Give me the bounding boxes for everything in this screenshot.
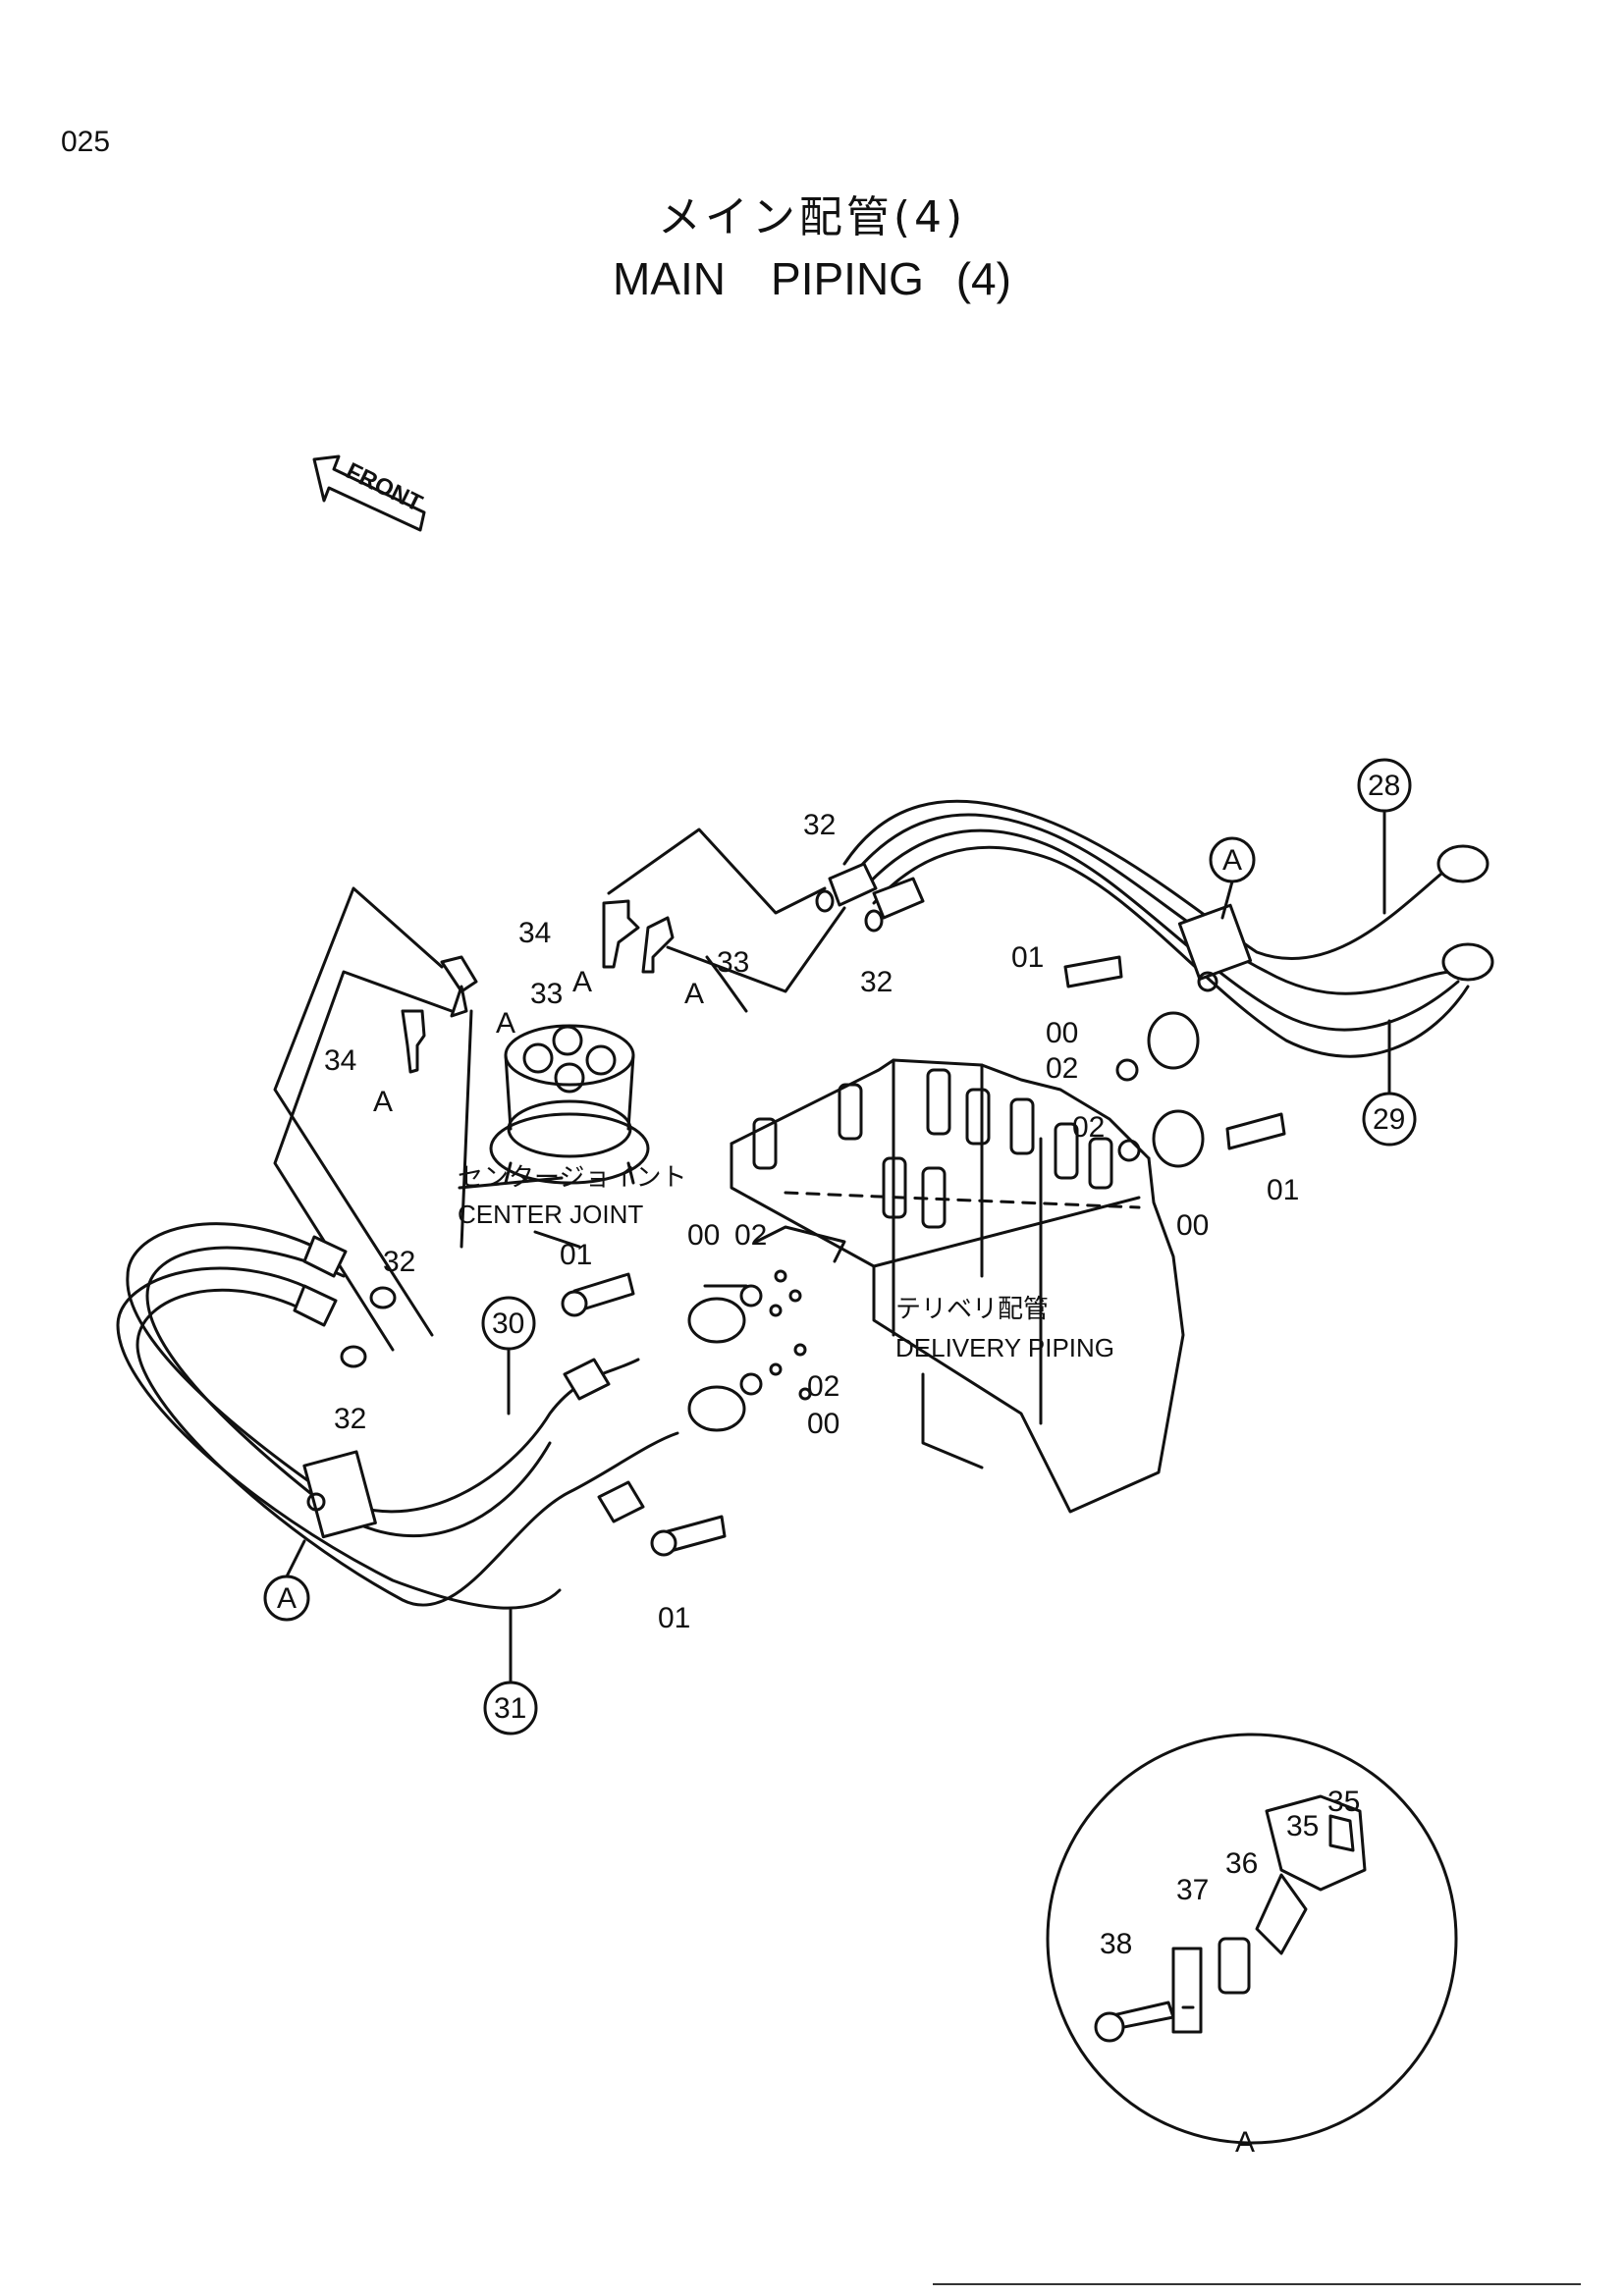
sub-a-1: A — [572, 966, 592, 998]
hoses-30-31 — [116, 1222, 679, 1610]
part-00-r2: 00 — [1176, 1209, 1209, 1242]
part-01-c: 01 — [560, 1239, 592, 1271]
center-joint — [489, 1024, 650, 1185]
detail-view-a-label: A — [1235, 2126, 1255, 2159]
part-00-r1: 00 — [1046, 1017, 1078, 1049]
callout-29-label: 29 — [1373, 1103, 1405, 1136]
callout-30-label: 30 — [492, 1308, 524, 1340]
part-02-c: 02 — [734, 1219, 767, 1252]
center-joint-jp-caption: センタージョイント — [458, 1163, 686, 1193]
part-34-a: 34 — [518, 917, 551, 949]
part-01-r1: 01 — [1011, 941, 1044, 974]
part-35-b: 35 — [1327, 1786, 1360, 1818]
part-35-a: 35 — [1286, 1810, 1319, 1842]
footer-rule — [933, 2283, 1581, 2285]
part-00-b: 00 — [807, 1408, 839, 1440]
pilot-hoses — [273, 828, 846, 1352]
callout-a-left-label: A — [277, 1582, 297, 1615]
hoses-28-29 — [828, 799, 1494, 1058]
part-34-b: 34 — [324, 1044, 356, 1077]
part-00-c: 00 — [687, 1219, 720, 1252]
sub-a-3: A — [684, 978, 704, 1010]
detail-view-a — [1046, 1733, 1458, 2145]
part-02-b: 02 — [807, 1370, 839, 1403]
title-english: MAIN PIPING (4) — [613, 253, 1011, 304]
control-valve-outline — [730, 1058, 1185, 1514]
callout-28-label: 28 — [1368, 770, 1400, 802]
title-japanese: メイン配管(4) — [657, 192, 967, 242]
part-38: 38 — [1100, 1928, 1132, 1960]
delivery-piping-en-caption: DELIVERY PIPING — [895, 1333, 1114, 1362]
part-33-b: 33 — [717, 946, 749, 979]
part-36: 36 — [1225, 1847, 1258, 1880]
part-01-r2: 01 — [1267, 1174, 1299, 1206]
sub-a-2: A — [496, 1007, 515, 1040]
part-33-a: 33 — [530, 978, 563, 1010]
part-01-b: 01 — [658, 1602, 690, 1634]
callout-31-label: 31 — [494, 1692, 526, 1725]
part-37: 37 — [1176, 1874, 1209, 1906]
part-32-left-b: 32 — [334, 1403, 366, 1435]
flanges-right — [1063, 955, 1286, 1168]
part-32-left-a: 32 — [383, 1246, 415, 1278]
center-joint-en-caption: CENTER JOINT — [458, 1200, 643, 1229]
part-02-r1: 02 — [1046, 1052, 1078, 1085]
part-02-r2: 02 — [1072, 1111, 1105, 1144]
part-32-mid: 32 — [860, 966, 893, 998]
front-arrow-icon: FRONT — [312, 454, 427, 532]
callout-a-top-label: A — [1222, 844, 1242, 877]
part-32-top: 32 — [803, 809, 836, 841]
elbow-fittings — [401, 899, 675, 1074]
delivery-piping-jp-caption: テリベリ配管 — [895, 1295, 1049, 1324]
page-number: 025 — [61, 126, 111, 158]
sub-a-4: A — [373, 1086, 393, 1118]
flanges-center — [561, 1272, 763, 1557]
